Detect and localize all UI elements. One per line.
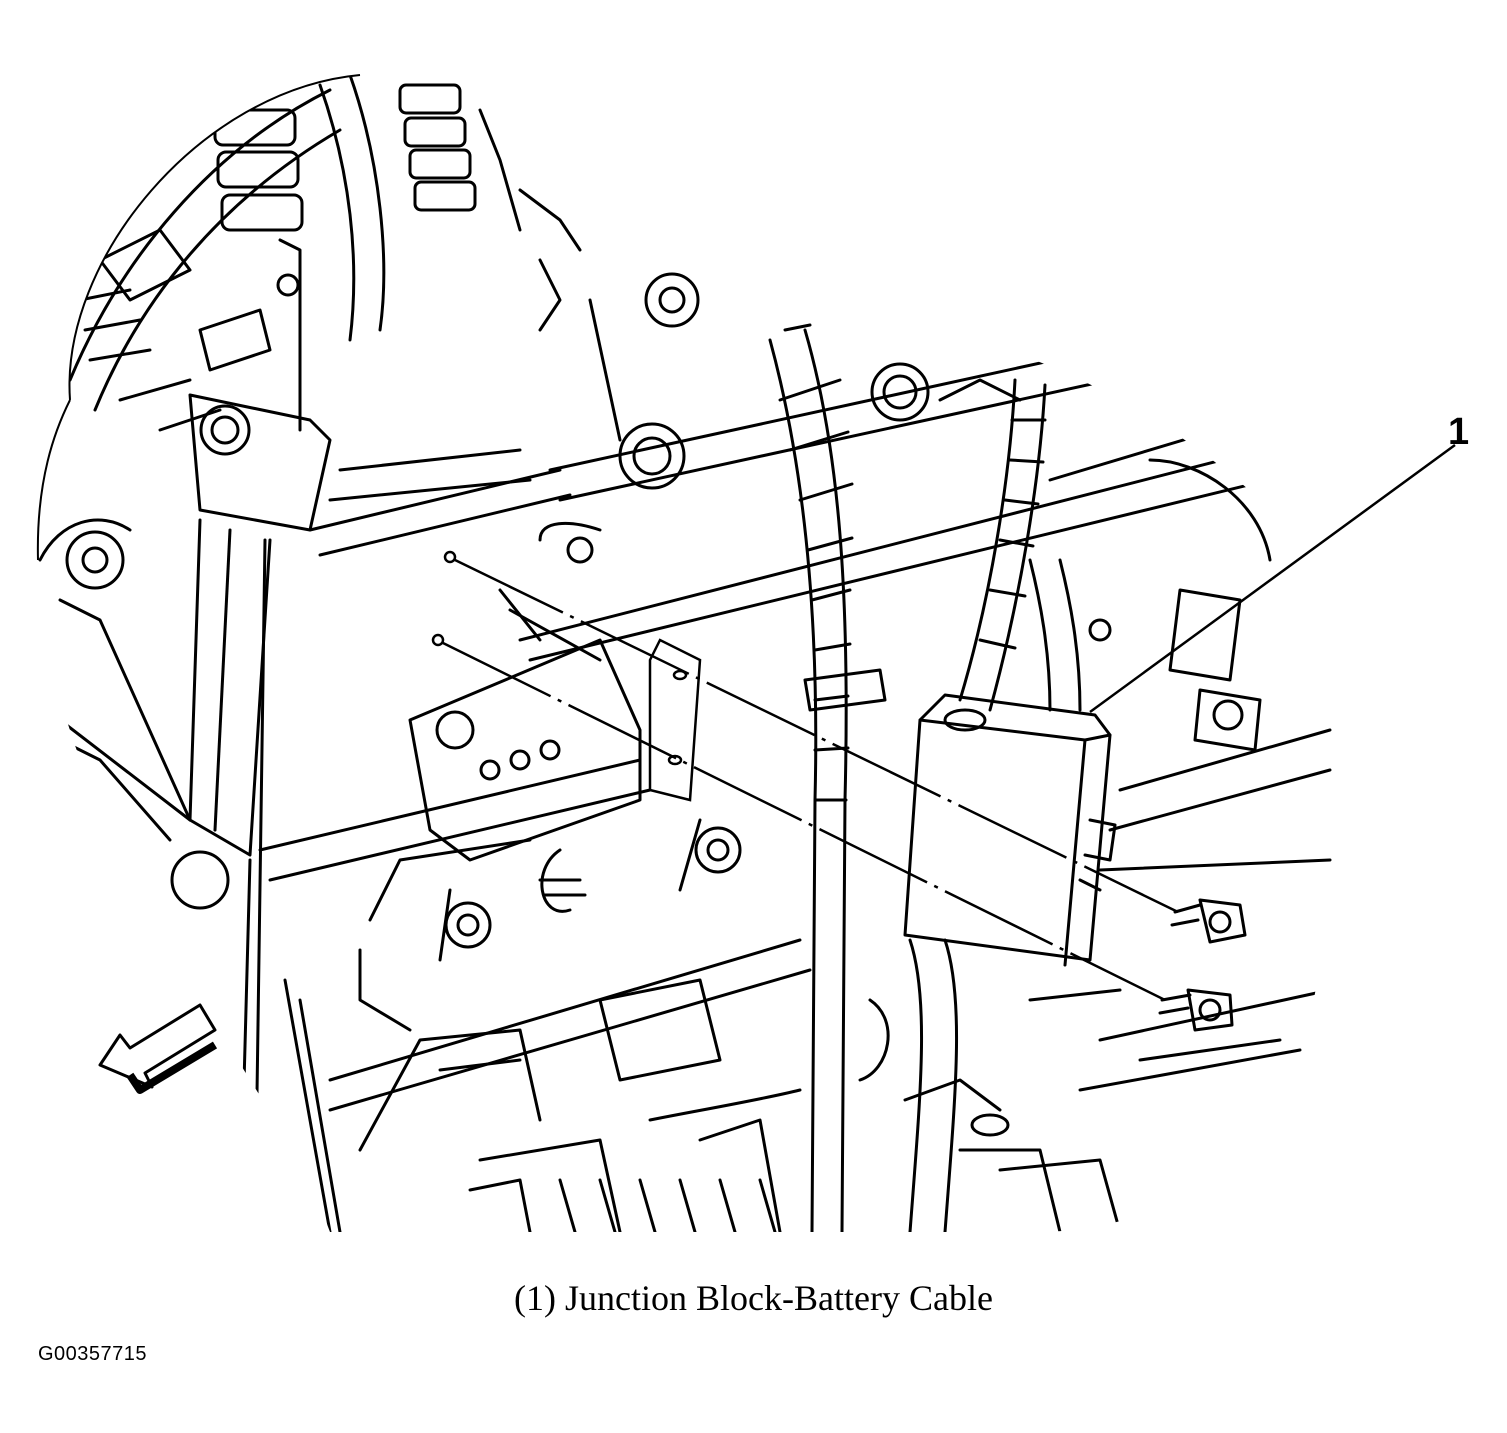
detail-circle-outline (36, 74, 361, 561)
left-bracket (38, 238, 332, 1232)
junction-block (903, 693, 1117, 967)
lower-runners (283, 938, 1282, 1232)
junction-block-bolts (1158, 898, 1247, 1032)
bolt-leader-lines (431, 550, 1179, 1002)
callout-1-leader (1089, 443, 1456, 714)
front-direction-arrow-icon (98, 1003, 218, 1094)
figure-caption: (1) Junction Block-Battery Cable (514, 1278, 993, 1318)
right-engine-details (938, 378, 1332, 1092)
callout-1-label: 1 (1448, 411, 1469, 453)
figure-id: G00357715 (38, 1343, 148, 1365)
callout-1: 1 (1089, 411, 1469, 714)
engine-line-art (38, 73, 1332, 1232)
wiring-harness (768, 323, 1082, 1232)
alternator (68, 73, 582, 432)
fuel-rail (308, 258, 1312, 662)
intake-manifold (258, 521, 742, 1032)
